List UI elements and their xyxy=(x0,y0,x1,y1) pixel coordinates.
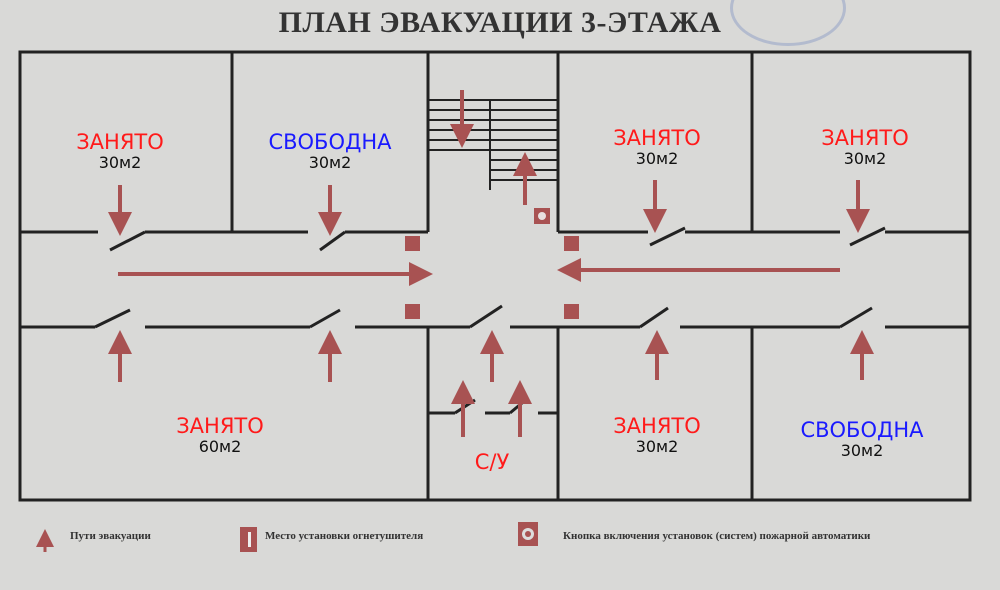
legend-fire-button: Кнопка включения установок (систем) пожа… xyxy=(563,530,871,542)
legend-fire-button-icon xyxy=(518,522,538,546)
extinguisher-icons xyxy=(405,236,579,319)
extinguisher-icon xyxy=(564,236,579,251)
legend-extinguisher: Место установки огнетушителя xyxy=(265,530,424,542)
evacuation-arrows xyxy=(108,90,874,437)
extinguisher-icon xyxy=(405,236,420,251)
door xyxy=(649,226,686,247)
room-area: 30м2 xyxy=(840,441,884,461)
room-status: ЗАНЯТО xyxy=(613,414,701,438)
walls xyxy=(18,50,972,502)
room-area: 30м2 xyxy=(635,149,679,169)
stairs xyxy=(428,99,558,190)
room-status: СВОБОДНА xyxy=(268,130,392,154)
plan-title: ПЛАН ЭВАКУАЦИИ 3-ЭТАЖА xyxy=(278,6,722,39)
door xyxy=(469,304,503,329)
legend-evac-routes: Пути эвакуации xyxy=(70,530,151,542)
door xyxy=(109,230,146,252)
room-status: ЗАНЯТО xyxy=(76,130,164,154)
extinguisher-icon xyxy=(405,304,420,319)
room-area: 30м2 xyxy=(98,153,142,173)
door xyxy=(839,306,873,329)
room-status: ЗАНЯТО xyxy=(821,126,909,150)
door xyxy=(319,230,346,252)
room-status: СВОБОДНА xyxy=(800,418,924,442)
door xyxy=(94,308,131,329)
room-label: С/У xyxy=(475,450,510,474)
doors xyxy=(94,226,886,415)
legend-extinguisher-icon xyxy=(240,527,257,552)
room-status: ЗАНЯТО xyxy=(176,414,264,438)
room-status: ЗАНЯТО xyxy=(613,126,701,150)
room-area: 30м2 xyxy=(635,437,679,457)
extinguisher-icon xyxy=(564,304,579,319)
door xyxy=(849,226,886,247)
room-area: 60м2 xyxy=(198,437,242,457)
room-area: 30м2 xyxy=(308,153,352,173)
fire-button-icon xyxy=(534,208,550,224)
door xyxy=(309,308,341,329)
room-status: С/У xyxy=(474,450,510,474)
room-area: 30м2 xyxy=(843,149,887,169)
door xyxy=(639,306,669,329)
